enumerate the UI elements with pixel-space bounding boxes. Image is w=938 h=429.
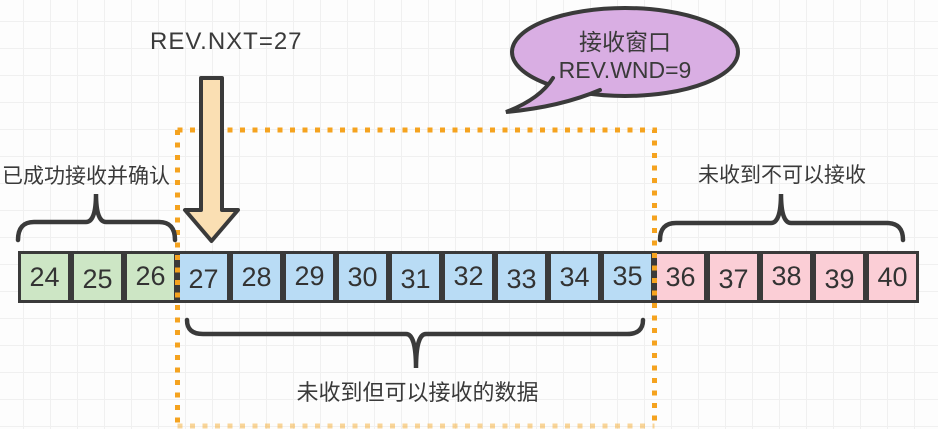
sequence-cell-40: 40 bbox=[866, 251, 919, 303]
sequence-cell-30: 30 bbox=[336, 251, 389, 303]
cell-number: 34 bbox=[559, 261, 590, 292]
sequence-cell-38: 38 bbox=[760, 251, 813, 303]
sequence-cell-34: 34 bbox=[548, 251, 601, 303]
acked-brace bbox=[15, 193, 178, 243]
blocked-label: 未收到不可以接收 bbox=[698, 164, 866, 187]
cell-number: 40 bbox=[877, 261, 908, 292]
sequence-cell-31: 31 bbox=[389, 251, 442, 303]
sequence-cell-28: 28 bbox=[230, 251, 283, 303]
sequence-cell-26: 26 bbox=[124, 251, 177, 303]
sequence-cell-37: 37 bbox=[707, 251, 760, 303]
sequence-cell-32: 32 bbox=[442, 251, 495, 303]
sequence-cell-35: 35 bbox=[601, 251, 654, 303]
cell-number: 32 bbox=[453, 260, 484, 291]
cell-number: 29 bbox=[294, 260, 325, 291]
bubble-line1: 接收窗口 bbox=[579, 29, 671, 55]
rev-nxt-arrow-icon bbox=[183, 76, 240, 243]
window-brace bbox=[184, 317, 646, 369]
blocked-brace bbox=[657, 193, 906, 243]
cell-number: 37 bbox=[718, 263, 749, 294]
cell-number: 30 bbox=[347, 261, 378, 292]
sequence-cell-25: 25 bbox=[71, 251, 124, 303]
cell-number: 36 bbox=[665, 261, 696, 292]
sequence-strip: 24 25 26 27 28 29 30 31 32 33 34 35 36 37 38 39 40 bbox=[18, 251, 919, 303]
sequence-cell-39: 39 bbox=[813, 251, 866, 303]
acked-label: 已成功接收并确认 bbox=[2, 165, 170, 188]
cell-number: 28 bbox=[241, 261, 272, 292]
bubble-line2: REV.WND=9 bbox=[558, 57, 692, 83]
cell-number: 39 bbox=[824, 263, 855, 294]
cell-number: 27 bbox=[188, 263, 219, 294]
sequence-cell-36: 36 bbox=[654, 251, 707, 303]
cell-number: 33 bbox=[506, 263, 537, 294]
sequence-cell-33: 33 bbox=[495, 251, 548, 303]
cell-number: 26 bbox=[135, 260, 166, 291]
sequence-cell-27: 27 bbox=[177, 251, 230, 303]
cell-number: 35 bbox=[612, 260, 643, 291]
cell-number: 38 bbox=[771, 260, 802, 291]
rev-nxt-label: REV.NXT=27 bbox=[150, 28, 303, 55]
sequence-cell-24: 24 bbox=[18, 251, 71, 303]
cell-number: 24 bbox=[29, 261, 60, 292]
cell-number: 25 bbox=[82, 263, 113, 294]
window-label: 未收到但可以接收的数据 bbox=[296, 380, 539, 405]
sequence-cell-29: 29 bbox=[283, 251, 336, 303]
bubble-label: 接收窗口 REV.WND=9 bbox=[512, 28, 738, 84]
cell-number: 31 bbox=[400, 263, 431, 294]
